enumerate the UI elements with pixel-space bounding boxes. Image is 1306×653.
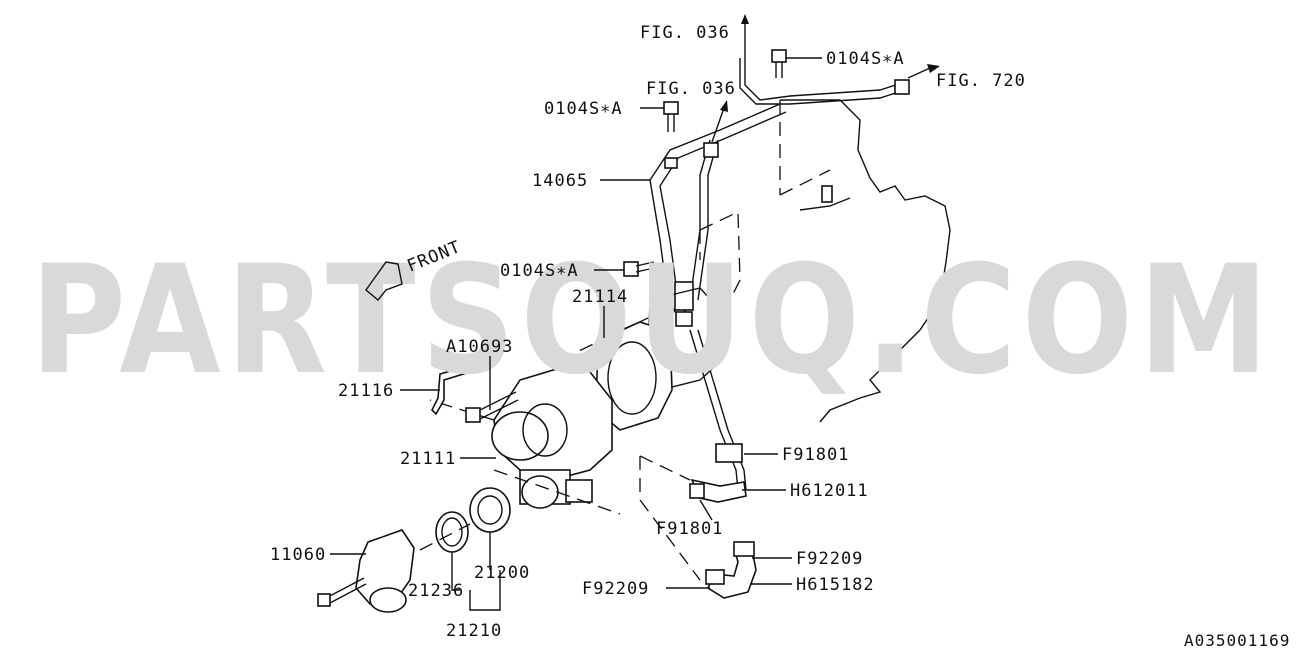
label-21210[interactable]: 21210	[446, 621, 502, 641]
label-h615182[interactable]: H615182	[796, 575, 875, 595]
label-bolt-a-top[interactable]: 0104S∗A	[826, 49, 905, 69]
leader-lines	[330, 57, 822, 611]
thermostat-21200	[469, 487, 511, 533]
pipe-21116	[431, 365, 472, 416]
watermark-text: PARTSOUQ.COM	[30, 234, 1274, 408]
label-f92209-right[interactable]: F92209	[796, 549, 863, 569]
pipe-14065	[649, 58, 910, 327]
label-f91801-left[interactable]: F91801	[656, 519, 723, 539]
label-fig036-mid[interactable]: FIG. 036	[646, 79, 736, 99]
label-21200[interactable]: 21200	[474, 563, 530, 583]
label-bolt-a-low[interactable]: 0104S∗A	[500, 261, 579, 281]
label-bolt-a-mid[interactable]: 0104S∗A	[544, 99, 623, 119]
bolt-low	[623, 261, 655, 277]
label-fig720[interactable]: FIG. 720	[936, 71, 1026, 91]
diagram-code: A035001169	[1184, 631, 1290, 650]
fig-arrows	[711, 14, 940, 143]
bolt-mid	[663, 101, 679, 132]
bolt-top	[771, 49, 787, 78]
label-21116[interactable]: 21116	[338, 381, 394, 401]
gasket-21114	[595, 321, 673, 431]
water-pump-21111	[429, 317, 649, 515]
front-arrow-icon	[365, 261, 403, 301]
hose-h615182	[639, 455, 757, 599]
bolt-cover	[317, 577, 367, 607]
label-a10693[interactable]: A10693	[446, 337, 513, 357]
label-h612011[interactable]: H612011	[790, 481, 869, 501]
label-11060[interactable]: 11060	[270, 545, 326, 565]
engine-block-outline	[779, 99, 951, 423]
label-f91801-right[interactable]: F91801	[782, 445, 849, 465]
hose-h612011	[689, 329, 747, 503]
label-21236[interactable]: 21236	[408, 581, 464, 601]
label-21114[interactable]: 21114	[572, 287, 628, 307]
bolt-a10693	[465, 391, 519, 423]
gasket-21236	[435, 511, 469, 553]
label-14065[interactable]: 14065	[532, 171, 588, 191]
label-fig036-top[interactable]: FIG. 036	[640, 23, 730, 43]
thermostat-cover-11060	[355, 523, 471, 613]
label-f92209-left[interactable]: F92209	[582, 579, 649, 599]
label-21111[interactable]: 21111	[400, 449, 456, 469]
